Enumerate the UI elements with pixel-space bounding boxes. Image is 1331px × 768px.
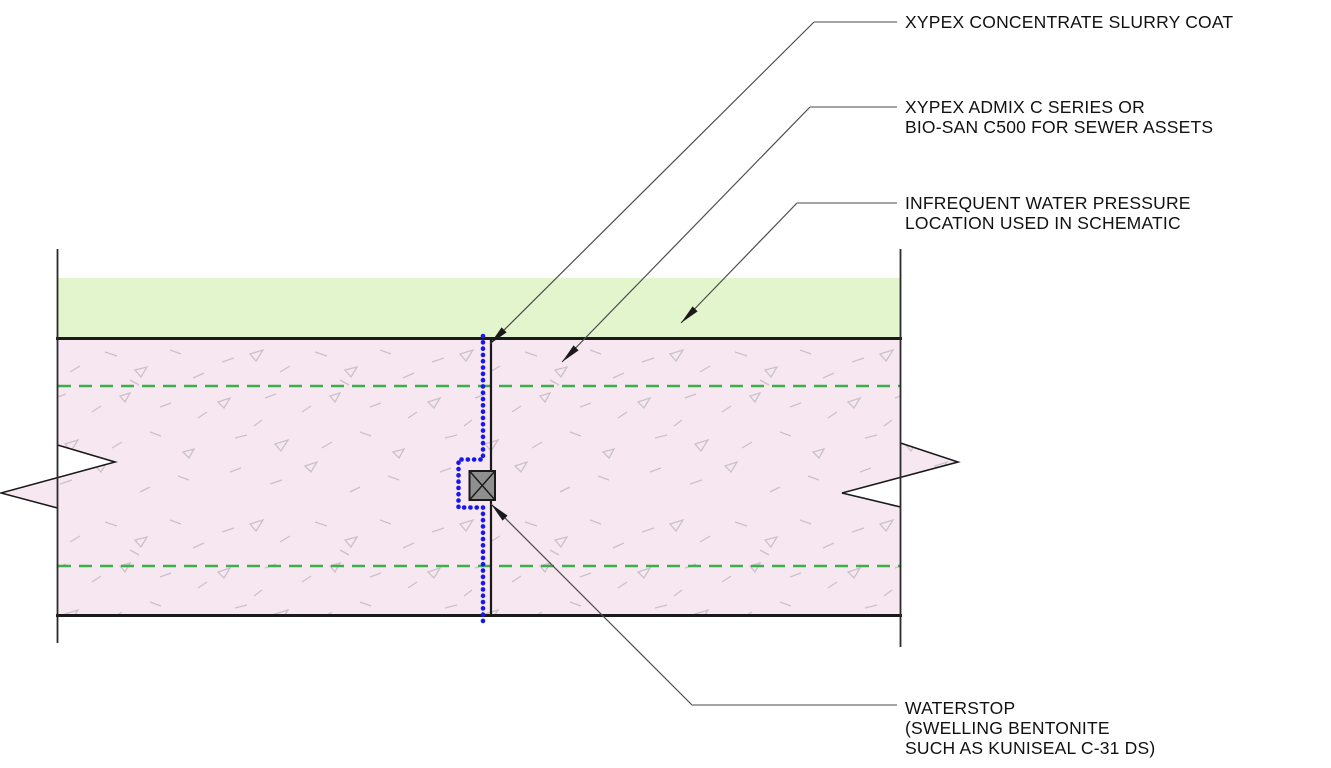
label-admix: XYPEX ADMIX C SERIES OR BIO-SAN C500 FOR… <box>905 97 1213 137</box>
label-line: XYPEX CONCENTRATE SLURRY COAT <box>905 12 1234 32</box>
arrowhead <box>491 504 508 521</box>
label-line: WATERSTOP <box>905 698 1016 718</box>
arrowhead <box>681 306 698 323</box>
arrowhead <box>490 327 507 344</box>
label-line: SUCH AS KUNISEAL C-31 DS) <box>905 738 1156 758</box>
label-water-pressure: INFREQUENT WATER PRESSURE LOCATION USED … <box>905 193 1191 233</box>
label-line: LOCATION USED IN SCHEMATIC <box>905 213 1181 233</box>
label-line: (SWELLING BENTONITE <box>905 718 1110 738</box>
waterstop-block-x <box>468 470 496 501</box>
label-line: XYPEX ADMIX C SERIES OR <box>905 97 1145 117</box>
xypex-slurry-coat-line <box>456 333 486 624</box>
leader-admix <box>561 106 897 363</box>
leader-waterstop <box>490 503 897 706</box>
surface-band <box>57 278 901 339</box>
leader-water-pressure <box>680 202 897 324</box>
arrowhead <box>562 345 579 362</box>
label-waterstop: WATERSTOP (SWELLING BENTONITE SUCH AS KU… <box>905 698 1155 758</box>
label-line: BIO-SAN C500 FOR SEWER ASSETS <box>905 117 1214 137</box>
leader-slurry-coat <box>489 21 897 345</box>
label-line: INFREQUENT WATER PRESSURE <box>905 193 1191 213</box>
label-slurry-coat: XYPEX CONCENTRATE SLURRY COAT <box>905 12 1233 32</box>
